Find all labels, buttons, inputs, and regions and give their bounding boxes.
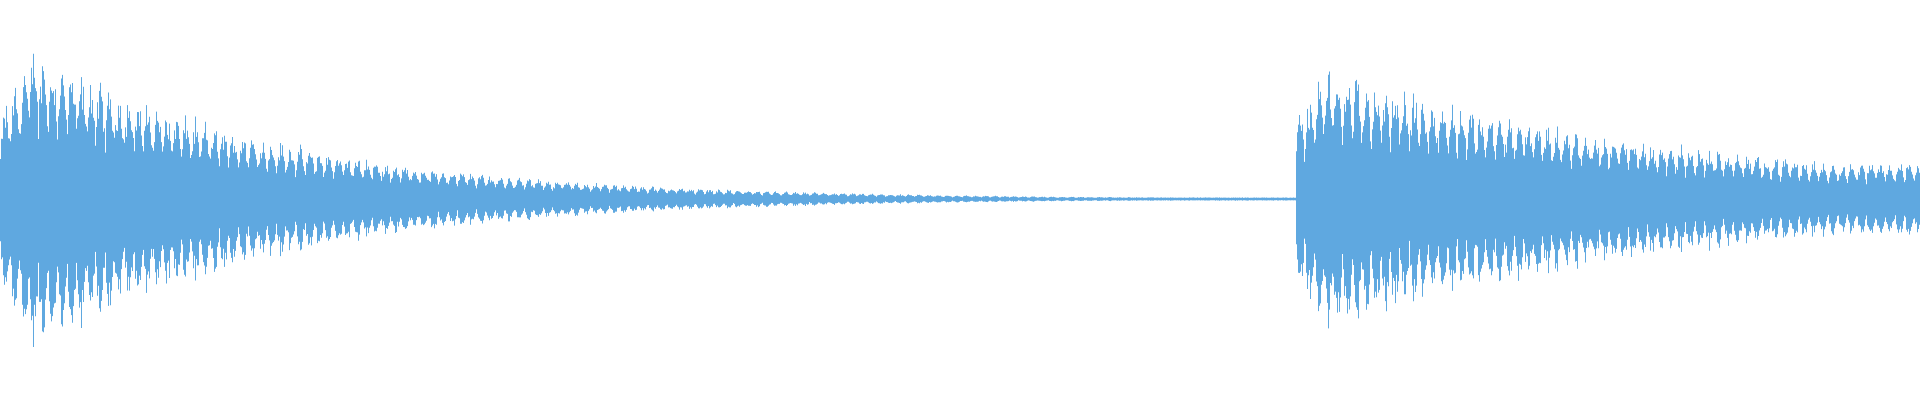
- waveform-trace: [0, 53, 1920, 347]
